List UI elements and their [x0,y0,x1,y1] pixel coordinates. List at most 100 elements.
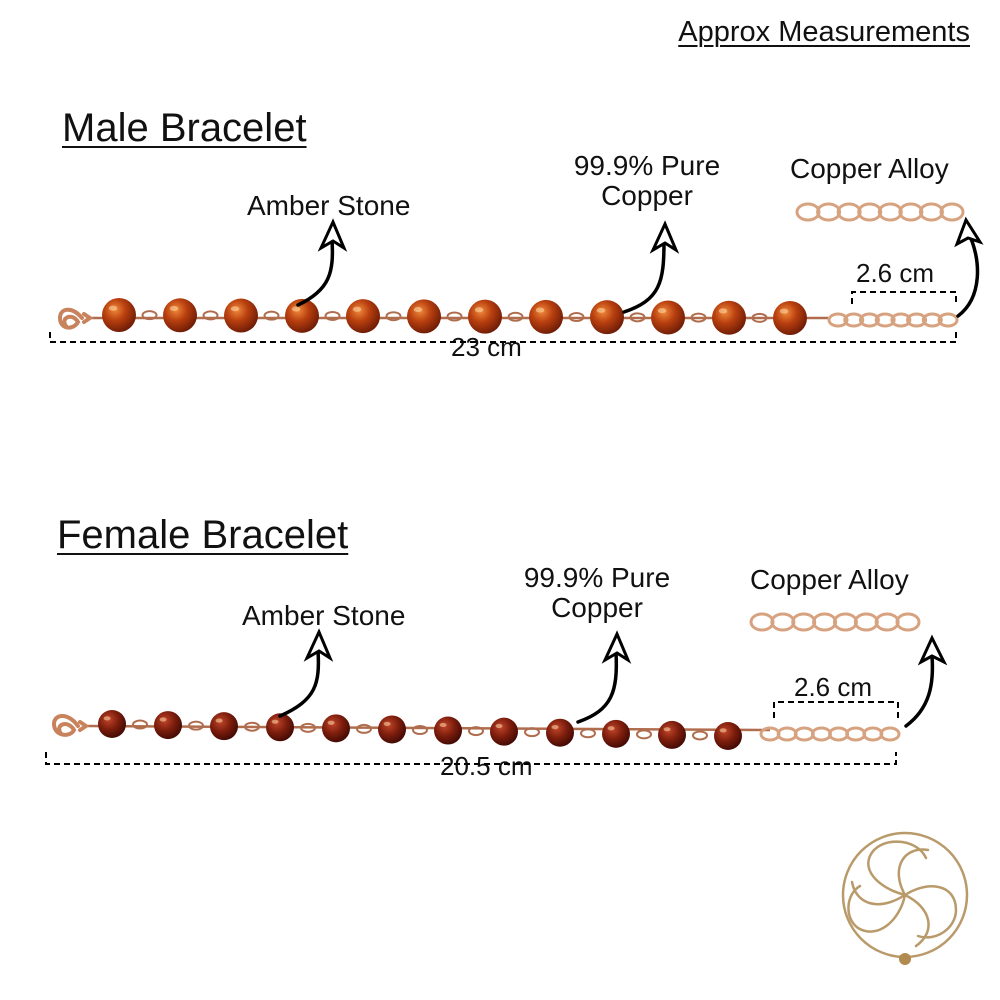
male-bead-highlight [657,308,667,314]
female-bead-highlight [607,726,615,731]
male-alloy-link [918,202,944,222]
male-alloy-arrowhead-icon [954,216,984,248]
male-alloy-link [816,202,842,222]
female-extension-chain-icon [759,726,901,742]
male-dimension-lines [49,291,957,343]
male-bead-highlight [718,308,728,314]
male-bead [773,301,807,335]
male-bead-highlight [535,307,545,313]
male-wire-loop [141,310,158,321]
male-chain-link [937,312,959,328]
female-bead-highlight [327,720,335,725]
male-bead-highlight [108,305,118,311]
female-pure-copper-label: 99.9% Pure Copper [512,564,682,622]
female-bead [98,710,126,738]
female-bead-highlight [383,721,391,726]
female-bead-highlight [271,719,279,724]
male-amber-beads [102,298,807,335]
male-clasp-icon [57,307,94,330]
male-wire-loop [751,312,768,323]
female-bead-highlight [439,722,447,728]
male-total-length: 23 cm [447,334,526,360]
male-alloy-link [898,202,924,222]
male-wire-loop [568,312,585,323]
female-wire-loop [692,730,708,741]
female-alloy-link [895,612,921,632]
male-arrows [296,230,980,318]
female-bead-highlight [495,723,503,729]
approx-measurements-note: Approx Measurements [678,16,970,48]
male-bead [346,299,380,334]
male-wire-loop [446,311,463,322]
female-wire-loop [524,727,540,738]
female-chain-link [845,726,867,742]
male-stone-arrow-icon [296,238,335,307]
male-bead [712,300,746,335]
male-bead-highlight [169,305,179,312]
female-bead-highlight [719,728,727,733]
male-bead [224,298,258,333]
male-bead [590,300,624,335]
male-chain-link [843,312,865,328]
logo-swirl-1 [867,840,928,897]
male-alloy-link [877,202,903,222]
male-chain-link [827,312,849,328]
female-bead [546,718,574,747]
male-wire-loop [629,312,646,323]
female-dimension-lines [45,701,899,765]
female-alloy-link [749,612,775,632]
female-wire-loop [300,722,316,733]
male-alloy-link [795,202,821,222]
male-wire-loop [263,310,280,321]
male-extension-length: 2.6 cm [852,260,939,286]
male-bead [529,299,563,334]
female-stone-arrow-icon [278,648,321,718]
male-copper-alloy-label: Copper Alloy [790,153,949,184]
male-bead-highlight [291,306,301,312]
male-alloy-link [857,202,883,222]
male-bead-highlight [230,306,240,312]
female-copper-alloy-label: Copper Alloy [750,564,909,595]
male-chain-link [874,312,896,328]
female-wire-loop [244,721,260,732]
male-extension-dimension-line [851,291,957,304]
logo-swirl-3 [847,884,907,933]
female-alloy-link [853,612,879,632]
male-bead [468,299,502,334]
male-stone-arrowhead-icon [317,218,348,252]
male-pure-copper-label-line1: 99.9% Pure [573,150,721,181]
male-alloy-link [836,202,862,222]
female-chain-link [810,726,832,742]
female-bead [714,722,742,750]
female-chain-link [862,726,884,742]
female-bead [490,717,518,746]
male-chain-link [858,312,880,328]
male-alloy-arrow-icon [956,230,980,318]
male-chain-link [890,312,912,328]
male-alloy-link [939,202,965,222]
female-bead-highlight [159,717,167,722]
male-pure-copper-label: 99.9% Pure Copper [562,152,732,210]
female-copper-alloy-chain-icon [749,612,921,632]
female-wire-loop [412,725,428,735]
male-bead [163,298,197,333]
female-wire-loop [132,719,148,730]
male-bead-highlight [352,306,362,312]
female-chain-link [776,726,798,742]
male-copper-alloy-chain-icon [795,202,965,222]
female-alloy-arrowhead-icon [917,634,948,666]
logo-swirl-6 [850,880,907,906]
male-wire-loop [385,311,402,322]
male-wire-loop [324,310,341,321]
female-alloy-link [832,612,858,632]
female-bead [322,714,350,743]
female-extension-dimension-line [773,701,899,718]
male-copper-arrowhead-icon [649,220,680,254]
female-bead [378,715,406,744]
female-bead-highlight [215,718,223,723]
male-extension-chain-icon [827,312,959,328]
female-bead [434,716,462,745]
female-bead [154,711,182,740]
female-extension-length: 2.6 cm [790,674,877,700]
